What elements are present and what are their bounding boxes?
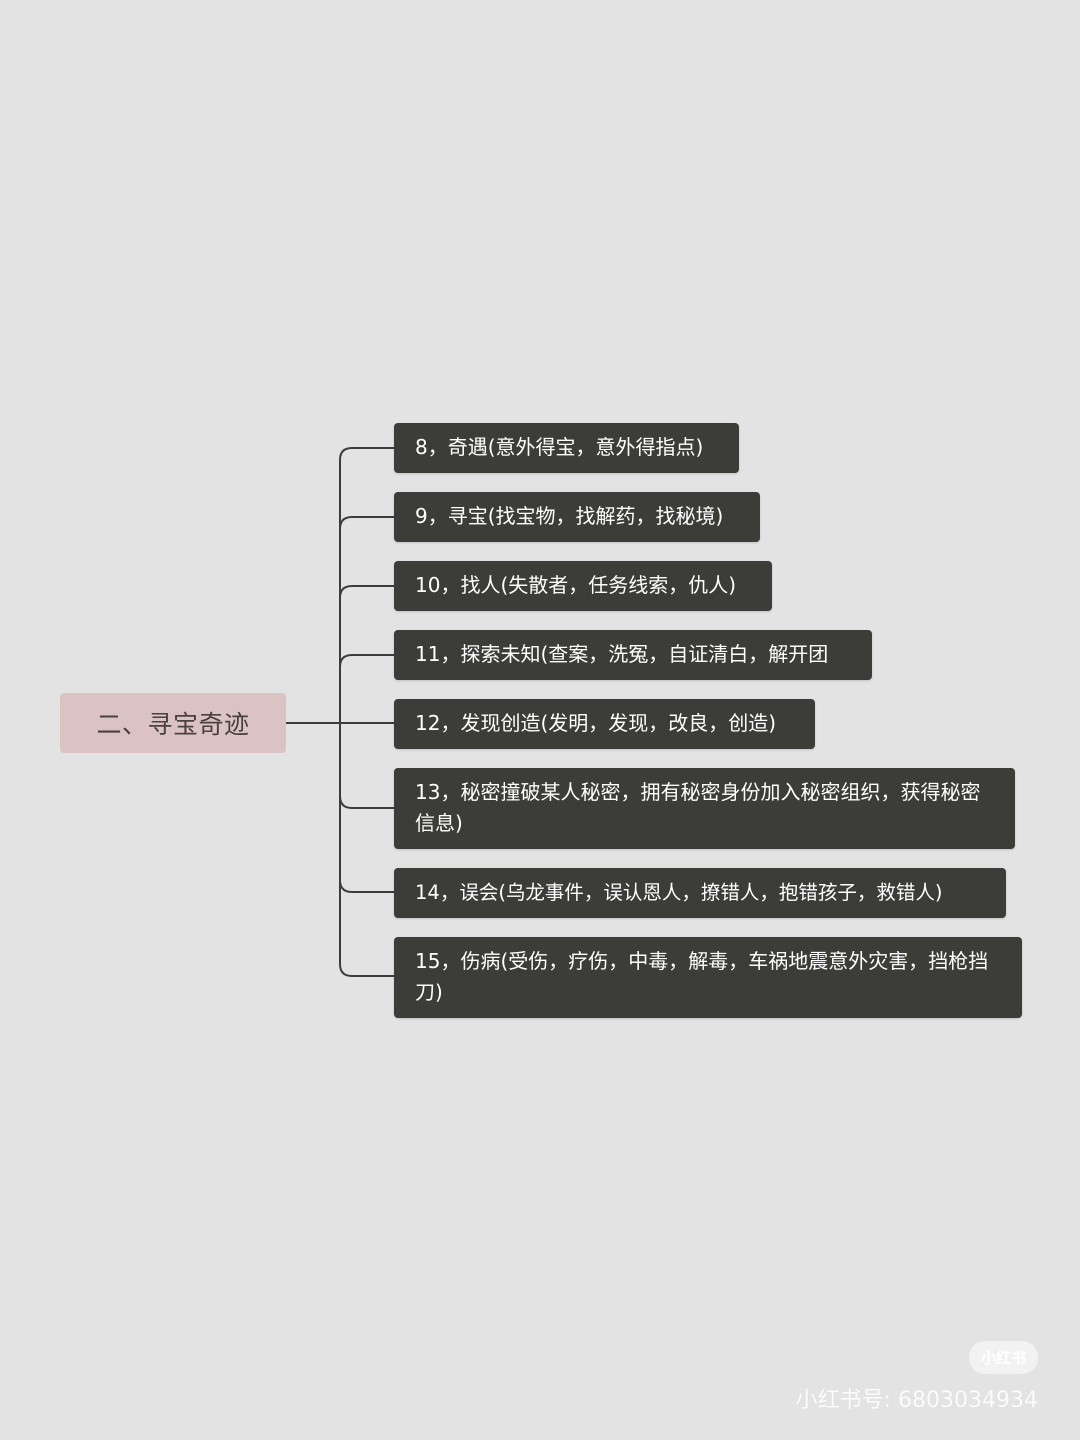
child-node-label: 14，误会(乌龙事件，误认恩人，撩错人，抱错孩子，救错人)	[415, 881, 943, 904]
child-node-label: 12，发现创造(发明，发现，改良，创造)	[415, 711, 777, 735]
child-node-9[interactable]: 9，寻宝(找宝物，找解药，找秘境)	[394, 492, 760, 542]
child-node-label: 8，奇遇(意外得宝，意外得指点)	[415, 435, 704, 459]
connector-14	[339, 796, 394, 893]
child-node-11[interactable]: 11，探索未知(查案，洗冤，自证清白，解开团	[394, 630, 872, 680]
connector-8	[339, 447, 394, 723]
child-node-14[interactable]: 14，误会(乌龙事件，误认恩人，撩错人，抱错孩子，救错人)	[394, 868, 1006, 918]
root-node[interactable]: 二、寻宝奇迹	[60, 693, 286, 753]
child-node-12[interactable]: 12，发现创造(发明，发现，改良，创造)	[394, 699, 815, 749]
child-node-8[interactable]: 8，奇遇(意外得宝，意外得指点)	[394, 423, 739, 473]
child-node-label: 10，找人(失散者，任务线索，仇人)	[415, 573, 737, 597]
connector-10	[339, 585, 394, 599]
child-node-10[interactable]: 10，找人(失散者，任务线索，仇人)	[394, 561, 772, 611]
watermark-logo: 小红书	[968, 1341, 1038, 1374]
child-node-15[interactable]: 15，伤病(受伤，疗伤，中毒，解毒，车祸地震意外灾害，挡枪挡刀)	[394, 937, 1022, 1018]
watermark: 小红书 小红书号: 6803034934	[796, 1341, 1038, 1414]
connector-15	[339, 880, 394, 977]
child-node-label: 15，伤病(受伤，疗伤，中毒，解毒，车祸地震意外灾害，挡枪挡刀)	[415, 949, 989, 1004]
child-node-label: 11，探索未知(查案，洗冤，自证清白，解开团	[415, 642, 829, 666]
child-node-label: 13，秘密撞破某人秘密，拥有秘密身份加入秘密组织，获得秘密信息)	[415, 780, 981, 835]
child-node-label: 9，寻宝(找宝物，找解药，找秘境)	[415, 504, 724, 528]
child-node-13[interactable]: 13，秘密撞破某人秘密，拥有秘密身份加入秘密组织，获得秘密信息)	[394, 768, 1015, 849]
watermark-id: 小红书号: 6803034934	[795, 1388, 1038, 1413]
connector-13	[339, 723, 394, 809]
connector-11	[339, 654, 394, 668]
root-node-label: 二、寻宝奇迹	[96, 710, 250, 739]
connector-9	[339, 516, 394, 530]
